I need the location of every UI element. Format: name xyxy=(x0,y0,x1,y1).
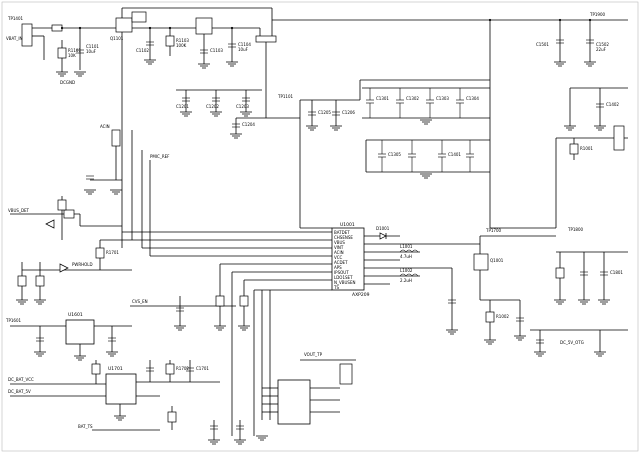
pmic-pin-l10: N_VBUSEN xyxy=(334,280,355,285)
buck-output-block: D1001 L1001 4.7uH L1002 2.2uH Q1001 TP17… xyxy=(376,226,556,345)
gnd-label: DCGND xyxy=(60,80,75,85)
d1001-label: D1001 xyxy=(376,226,390,231)
acin-label: ACIN xyxy=(100,124,110,129)
pmic-pin-l1: CHSENSE xyxy=(334,235,353,240)
r1702-label: R1702 xyxy=(176,366,189,371)
acin-block: ACIN PMIC_REF xyxy=(84,124,170,256)
u1601-block: U1601 TP1601 xyxy=(5,312,132,361)
c1205-label: C1205 xyxy=(318,110,331,115)
tp1101-label: TP1101 xyxy=(277,94,293,99)
c1302-label: C1302 xyxy=(406,96,419,101)
u1701-label: U1701 xyxy=(108,366,123,372)
c1103-label: C1103 xyxy=(210,48,223,53)
pmic-pin-l2: VBUS xyxy=(334,240,345,245)
c1201-label: C1201 xyxy=(176,104,189,109)
r1103-label: R1103 xyxy=(176,38,189,43)
tp-top-label: TP1401 xyxy=(7,16,23,21)
c1102-label: C1102 xyxy=(136,48,149,53)
c1301-label: C1301 xyxy=(376,96,389,101)
pmic-pin-l0: BATDET xyxy=(334,230,350,235)
c1202-label: C1202 xyxy=(206,104,219,109)
pmic-part: AXP209 xyxy=(352,292,370,298)
cap-bank-c: C1301 C1302 C1303 C1304 xyxy=(362,87,490,125)
pmic-pin-l7: APS xyxy=(334,265,342,270)
c1701-label: C1701 xyxy=(196,366,209,371)
u1701-block: U1701 DC_BAT_VCC DC_BAT_5V R1702 C1701 B… xyxy=(8,360,220,431)
c1502-label: C1502 xyxy=(596,42,609,47)
pwrhold-label: PWRHOLD xyxy=(72,262,93,267)
pmic-pin-l9: LDO1SET xyxy=(334,275,353,280)
bottom-center-ic: VOUT_TP xyxy=(208,352,356,445)
c1204-label: C1204 xyxy=(242,122,255,127)
dc-5v-otg-label: DC_5V_OTG xyxy=(560,340,584,345)
r1101-label: R1101 xyxy=(68,48,81,53)
left-detect-block: VBUS_DET PWRHOLD R1701 xyxy=(8,196,132,305)
r1701-label: R1701 xyxy=(106,250,119,255)
c1104-value: 10uF xyxy=(238,47,249,52)
c1402-label: C1402 xyxy=(606,102,619,107)
c1101-value: 10uF xyxy=(86,49,97,54)
c1101-label: C1101 xyxy=(86,44,99,49)
input-connector-block: TP1401 VBAT_IN R1101 10K C1101 10uF xyxy=(6,16,99,77)
pmic-ref: U1001 xyxy=(340,222,355,228)
l1002-label: L1002 xyxy=(400,268,413,273)
c1304-label: C1304 xyxy=(466,96,479,101)
cap-bank-b: C1205 C1206 TP1101 xyxy=(277,79,490,228)
l1001-value: 4.7uH xyxy=(400,254,412,259)
u1601-label: U1601 xyxy=(68,312,83,318)
r1101-value: 10K xyxy=(68,53,76,58)
top-right-rail: TP1900 C1501 C1502 22uF xyxy=(272,12,628,228)
pmic-pin-l4: ACIN xyxy=(334,250,344,255)
tp1800-label: TP1800 xyxy=(567,227,583,232)
dc-bat-vcc-label: DC_BAT_VCC xyxy=(8,377,34,382)
pmic-pin-l3: VINT xyxy=(334,245,344,250)
right-edge-block: C1402 R1001 TP1800 xyxy=(490,87,628,232)
dc-bat-5v-label: DC_BAT_5V xyxy=(8,389,31,394)
bottom-mid-block: CVS_EN xyxy=(130,264,332,436)
c1501-label: C1501 xyxy=(536,42,549,47)
c1801-label: C1801 xyxy=(610,270,623,275)
tp1601-label: TP1601 xyxy=(5,318,21,323)
vbat-in-label: VBAT_IN xyxy=(6,36,23,41)
c1502-value: 22uF xyxy=(596,47,607,52)
vout-tp-label: VOUT_TP xyxy=(304,352,323,357)
tp1900-label: TP1900 xyxy=(589,12,605,17)
pmic-ic: U1001 AXP209 BATDET CHSENSE VBUS VINT AC… xyxy=(122,222,480,298)
q1001-label: Q1001 xyxy=(490,258,504,263)
r1103-value: 100K xyxy=(176,43,187,48)
c1401-label: C1401 xyxy=(448,152,461,157)
pmic-pin-l6: ACDET xyxy=(334,260,348,265)
cap-bank-d: C1305 C1401 xyxy=(365,139,490,179)
c1206-label: C1206 xyxy=(342,110,355,115)
c1104-label: C1104 xyxy=(238,42,251,47)
l1002-value: 2.2uH xyxy=(400,278,412,283)
cvs-en-label: CVS_EN xyxy=(132,299,148,304)
ground-label-sample: DCGND xyxy=(60,80,75,85)
pmic-pin-l8: IPSOUT xyxy=(334,270,349,275)
pmic-pin-l11: TS xyxy=(333,285,339,290)
pmic-pin-l5: VCC xyxy=(334,255,343,260)
l1001-label: L1001 xyxy=(400,244,413,249)
bat-ts-label: BAT_TS xyxy=(78,424,93,429)
far-right-output: C1801 DC_5V_OTG xyxy=(530,251,628,357)
r1002-label: R1002 xyxy=(496,314,509,319)
c1303-label: C1303 xyxy=(436,96,449,101)
q1101-label: Q1101 xyxy=(110,36,124,41)
c1305-label: C1305 xyxy=(388,152,401,157)
power-switch-block: Q1101 C1102 R1103 100K C1103 C1104 10uF xyxy=(96,7,277,248)
pmic-ref-label: PMIC_REF xyxy=(150,154,170,159)
cap-bank-a: C1201 C1202 C1203 C1204 xyxy=(176,89,300,139)
r1001-label: R1001 xyxy=(580,146,593,151)
c1203-label: C1203 xyxy=(236,104,249,109)
vbus-det-label: VBUS_DET xyxy=(8,208,30,213)
tp1700-label: TP1700 xyxy=(485,228,501,233)
